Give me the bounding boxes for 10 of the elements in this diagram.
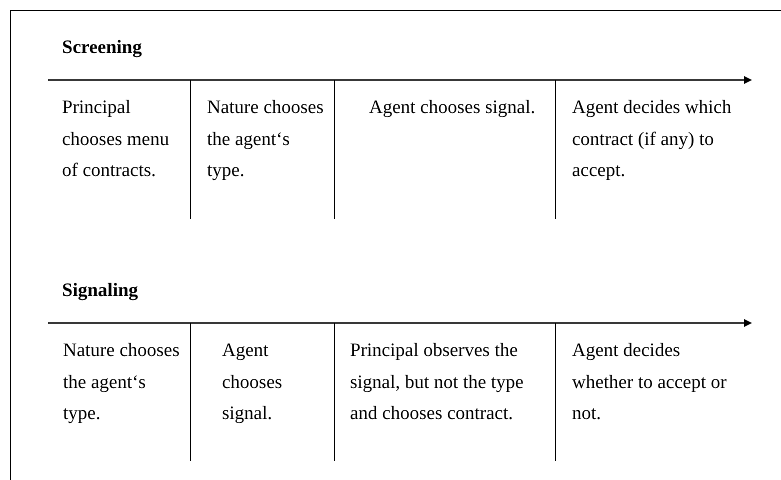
timeline-step: Nature chooses the agent‘s type. (207, 92, 331, 186)
timeline-step: Agent decides which contract (if any) to accept. (572, 92, 732, 186)
timeline-step: Principal observes the signal, but not the type and chooses contract. (350, 335, 550, 430)
section-heading: Screening (62, 37, 142, 59)
section-heading: Signaling (62, 280, 138, 302)
timeline-step: Agent chooses signal. (222, 335, 330, 430)
timeline-step: Agent decides whether to accept or not. (572, 335, 732, 430)
timeline-step: Principal chooses menu of contracts. (62, 92, 186, 186)
timeline-step: Nature chooses the agent‘s type. (63, 335, 187, 430)
timeline-step: Agent chooses signal. (369, 92, 549, 124)
